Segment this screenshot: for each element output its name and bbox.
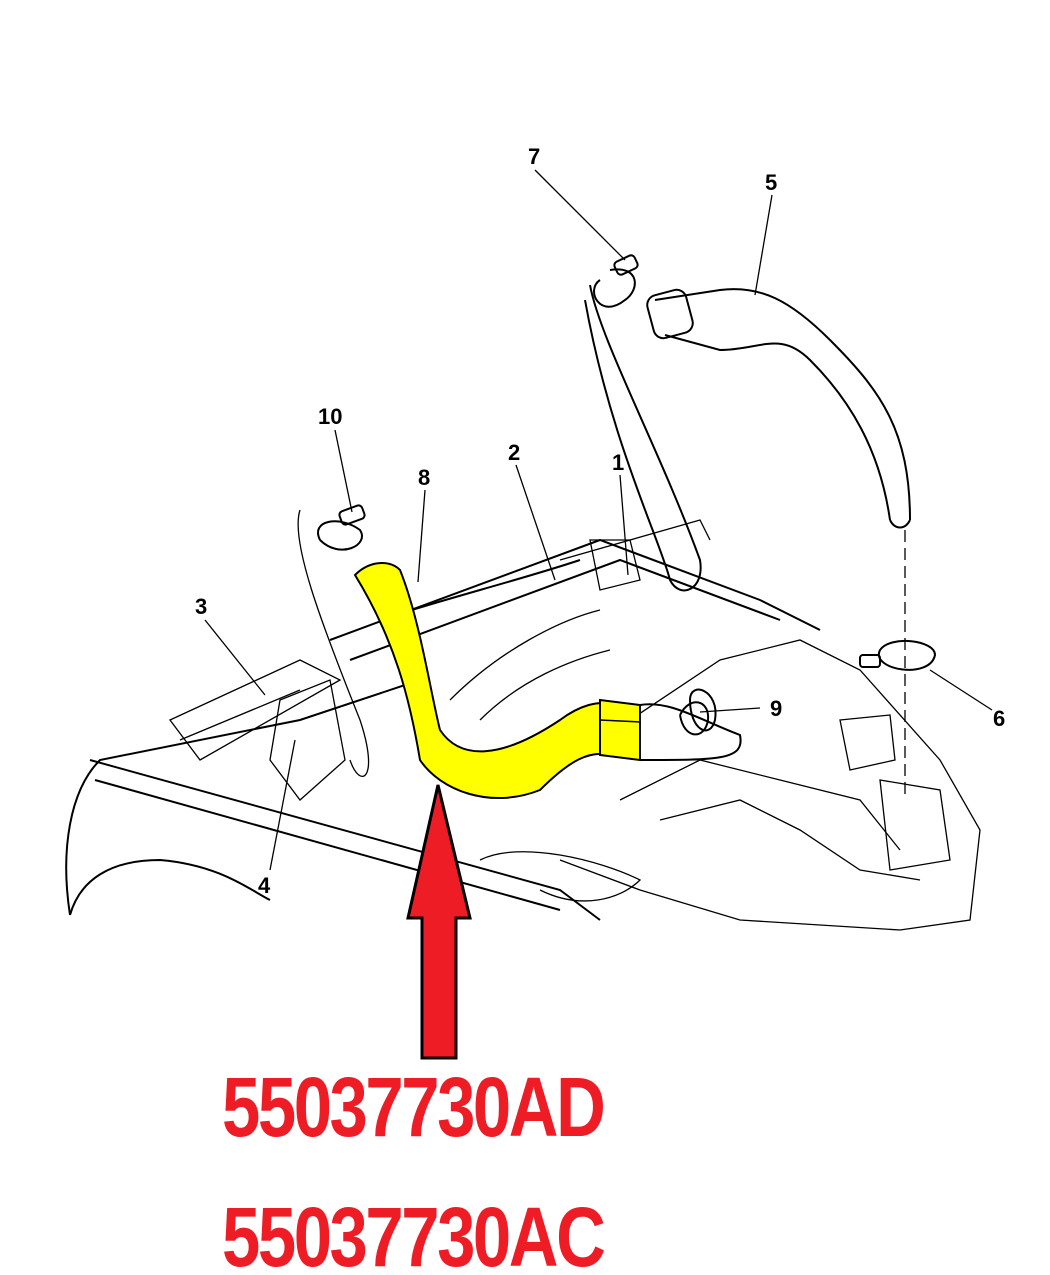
callout-4: 4	[258, 873, 271, 898]
red-arrow-icon	[406, 784, 472, 1060]
part-number-ac: 55037730AC	[222, 1190, 606, 1275]
hose-5	[584, 254, 937, 800]
engine-compartment-outline	[65, 509, 981, 931]
callout-labels: 1 2 3 4 5 6 7 8 9 10	[195, 144, 1005, 898]
callout-9: 9	[770, 696, 782, 721]
callout-6: 6	[993, 706, 1005, 731]
hose-8-highlighted	[353, 562, 742, 799]
leader-lines	[204, 169, 993, 871]
callout-5: 5	[765, 170, 777, 195]
callout-10: 10	[318, 404, 342, 429]
clamp-10	[317, 504, 366, 551]
callout-7: 7	[528, 144, 540, 169]
callout-3: 3	[195, 594, 207, 619]
part-number-ad: 55037730AD	[222, 1060, 606, 1154]
callout-8: 8	[418, 465, 430, 490]
callout-1: 1	[612, 450, 624, 475]
callout-2: 2	[508, 440, 520, 465]
